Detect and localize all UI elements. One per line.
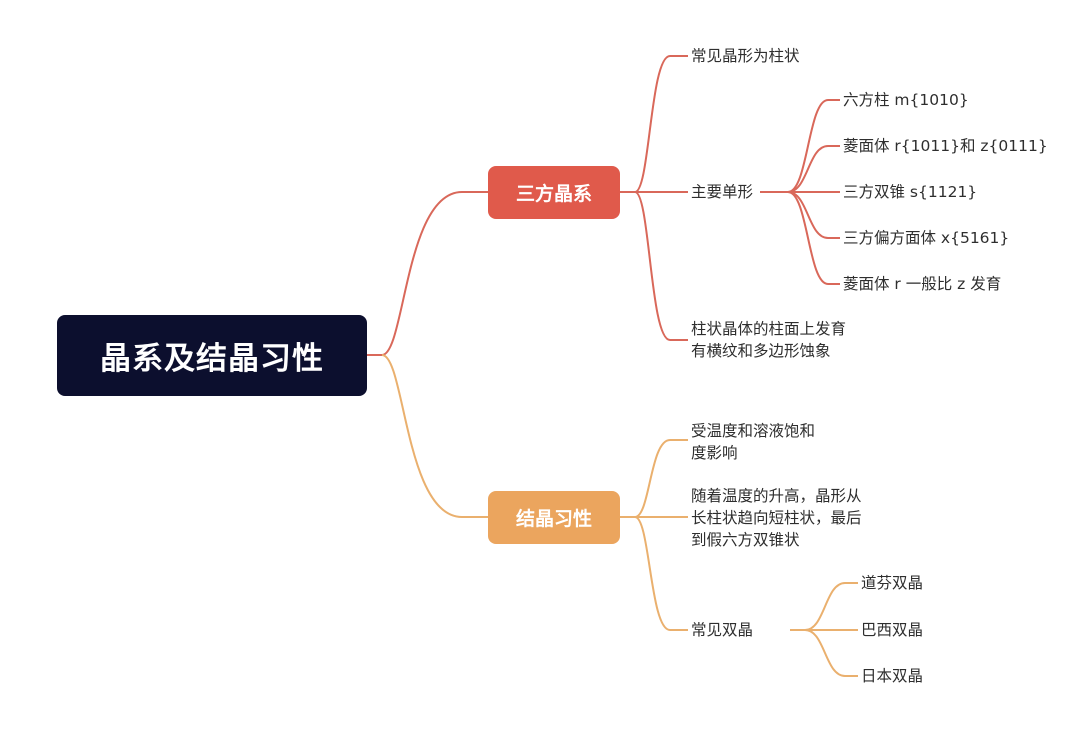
leaf-sanfang-shuangzhui[interactable]: 三方双锥 s{1121} [843, 181, 977, 203]
leaf-changjian-shuangjing[interactable]: 常见双晶 [691, 619, 753, 641]
leaf-line: 三方双锥 s{1121} [843, 183, 978, 201]
connector-root-to-jiejing [381, 354, 488, 518]
connector-zhuyao-to-pianfang [787, 191, 840, 239]
leaf-line: 随着温度的升高，晶形从 [691, 487, 862, 505]
leaf-line: 主要单形 [691, 183, 754, 201]
leaf-line: 有横纹和多边形蚀象 [691, 342, 831, 360]
leaf-line: 巴西双晶 [861, 621, 924, 639]
leaf-line: 常见晶形为柱状 [691, 47, 800, 65]
connector-zhuyao-to-lingmian1 [787, 145, 840, 193]
connector-sanfang-to-zhuzhuang [634, 191, 688, 341]
leaf-line: 菱面体 r{1011}和 z{0111} [843, 137, 1048, 155]
root-label: 晶系及结晶习性 [100, 341, 324, 377]
leaf-daofen-shuangjing[interactable]: 道芬双晶 [861, 572, 923, 594]
connector-jiejing-to-wendu [620, 439, 688, 518]
leaf-line: 常见双晶 [691, 621, 754, 639]
branch-label: 三方晶系 [515, 183, 592, 205]
branch-sanfang-jingxi[interactable]: 三方晶系 [488, 166, 620, 219]
leaf-line: 菱面体 r 一般比 z 发育 [843, 275, 1002, 293]
leaf-lingmianti-rz[interactable]: 菱面体 r{1011}和 z{0111} [843, 135, 1048, 157]
leaf-liufangzhu[interactable]: 六方柱 m{1010} [843, 89, 969, 111]
leaf-lingmianti-fayu[interactable]: 菱面体 r 一般比 z 发育 [843, 273, 1001, 295]
leaf-zhuzhuang-jingti[interactable]: 柱状晶体的柱面上发育 有横纹和多边形蚀象 [691, 318, 846, 362]
root-node[interactable]: 晶系及结晶习性 [57, 315, 367, 396]
leaf-line: 柱状晶体的柱面上发育 [691, 320, 847, 338]
leaf-line: 长柱状趋向短柱状，最后 [691, 509, 862, 527]
leaf-changjian-jingxing[interactable]: 常见晶形为柱状 [691, 45, 800, 67]
leaf-line: 三方偏方面体 x{5161} [843, 229, 1010, 247]
leaf-wendu-yingxiang[interactable]: 受温度和溶液饱和 度影响 [691, 420, 815, 464]
leaf-baxi-shuangjing[interactable]: 巴西双晶 [861, 619, 923, 641]
connector-jiejing-to-shuangjing [634, 516, 688, 631]
leaf-suizhe-wendu[interactable]: 随着温度的升高，晶形从 长柱状趋向短柱状，最后 到假六方双锥状 [691, 485, 862, 551]
leaf-sanfang-pianfang[interactable]: 三方偏方面体 x{5161} [843, 227, 1009, 249]
branch-label: 结晶习性 [515, 508, 592, 530]
connector-shuangjing-to-riben [804, 629, 858, 677]
leaf-riben-shuangjing[interactable]: 日本双晶 [861, 665, 923, 687]
connector-sanfang-to-changjian [620, 55, 688, 193]
leaf-line: 道芬双晶 [861, 574, 924, 592]
connector-shuangjing-to-daofen [804, 582, 858, 631]
leaf-line: 受温度和溶液饱和 [691, 422, 816, 440]
leaf-zhuyao-danxing[interactable]: 主要单形 [691, 181, 753, 203]
connector-zhuyao-to-lingmian2 [787, 191, 840, 285]
branch-jiejing-xixing[interactable]: 结晶习性 [488, 491, 620, 544]
connector-zhuyao-to-liufang [787, 99, 840, 193]
leaf-line: 度影响 [691, 444, 738, 462]
leaf-line: 六方柱 m{1010} [843, 91, 969, 109]
leaf-line: 到假六方双锥状 [691, 531, 800, 549]
connector-root-to-sanfang [367, 191, 488, 356]
leaf-line: 日本双晶 [861, 667, 924, 685]
